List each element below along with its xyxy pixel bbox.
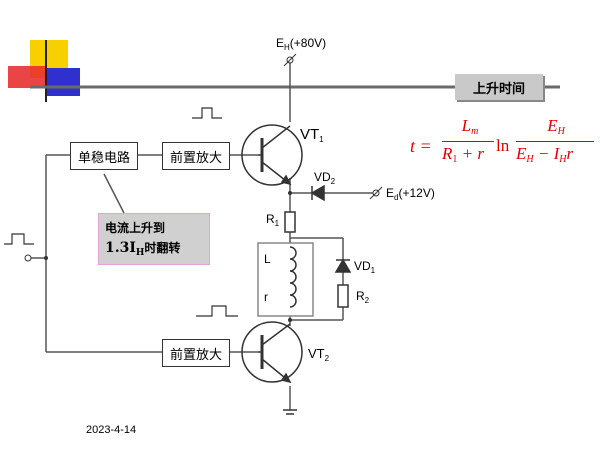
formula-frac2-num-sub: H <box>557 126 565 137</box>
formula-frac1-num: Lm <box>452 116 488 137</box>
ed-value: (+12V) <box>398 186 435 200</box>
rise-time-formula: t = Lm R1 + r ln EH EH − IHr <box>398 116 598 176</box>
vd2-diode-symbol <box>310 184 325 202</box>
formula-frac2-bar <box>516 141 594 142</box>
r2-label-text: R <box>356 289 365 303</box>
callout-line2-sub: H <box>135 248 145 258</box>
formula-frac2-den-a-sub: H <box>526 154 534 165</box>
pulse-waveform-bottom <box>196 305 238 317</box>
formula-frac2-den-a: E <box>516 144 527 163</box>
formula-frac2-den: EH − IHr <box>516 144 573 165</box>
formula-frac1-den-rest: + r <box>457 144 484 163</box>
vt1-transistor-symbol <box>241 124 303 186</box>
formula-frac1-den-text: R <box>442 144 453 163</box>
formula-frac1-den: R1 + r <box>442 144 484 165</box>
circuit-wires <box>30 58 374 410</box>
formula-frac2-den-end: r <box>566 144 574 163</box>
vd2-label: VD2 <box>314 170 335 186</box>
vd1-label: VD1 <box>354 259 375 275</box>
inductor-label: L <box>264 252 271 266</box>
eh-label: EH(+80V) <box>276 36 326 52</box>
formula-frac2-den-mid: − I <box>533 144 560 163</box>
callout-line2: 1.3IH时翻转 <box>105 239 209 258</box>
r2-label-sub: 2 <box>364 296 370 305</box>
r1-label: R1 <box>266 212 279 228</box>
vt2-label-sub: 2 <box>324 354 330 363</box>
monostable-circuit-block: 单稳电路 <box>70 142 138 170</box>
vt1-label-text: VT <box>300 126 320 143</box>
ed-label-sub: d <box>394 193 399 202</box>
ed-label: Ed(+12V) <box>386 186 435 202</box>
eh-value: (+80V) <box>289 36 327 50</box>
r2-resistor-symbol <box>337 284 349 308</box>
formula-frac1-bar <box>442 141 494 142</box>
eh-label-sub: H <box>284 43 290 52</box>
formula-frac1-den-sub: 1 <box>452 154 458 165</box>
preamp-top-block: 前置放大 <box>162 142 230 170</box>
pulse-waveform-top <box>192 107 222 119</box>
vd1-label-sub: 1 <box>370 266 376 275</box>
formula-ln: ln <box>496 136 510 155</box>
deco-blue-block <box>46 68 80 96</box>
inductor-symbol <box>289 246 297 308</box>
r1-label-sub: 1 <box>274 219 280 228</box>
input-terminal <box>24 254 32 262</box>
vt2-label-text: VT <box>308 346 325 361</box>
callout-line1: 电流上升到 <box>105 221 166 235</box>
slide-date: 2023-4-14 <box>86 424 137 436</box>
vd1-diode-symbol <box>334 258 352 273</box>
vd2-label-sub: 2 <box>330 177 336 186</box>
vt2-transistor-symbol <box>241 321 303 384</box>
slide-title: 上升时间 <box>455 74 543 100</box>
junction-dot <box>288 318 292 322</box>
vt1-label-sub: 1 <box>319 135 324 144</box>
resistance-r-label: r <box>264 290 268 304</box>
eh-label-text: E <box>276 36 285 50</box>
ed-label-text: E <box>386 186 395 200</box>
formula-frac2-den-b-sub: H <box>559 154 567 165</box>
vt1-label: VT1 <box>300 126 324 144</box>
r1-label-text: R <box>266 212 275 226</box>
r1-resistor-symbol <box>284 211 296 233</box>
junction-dot <box>288 191 292 195</box>
deco-red-block <box>8 66 46 88</box>
callout-line2-prefix: 1.3I <box>105 240 136 256</box>
vt2-label: VT2 <box>308 346 329 363</box>
formula-frac1-num-sub: m <box>471 126 479 137</box>
callout-box: 电流上升到 1.3IH时翻转 <box>98 213 210 265</box>
pulse-waveform-input <box>4 233 34 245</box>
formula-frac2-num: EH <box>526 116 586 137</box>
vd1-label-text: VD <box>354 259 371 273</box>
r2-label: R2 <box>356 289 369 305</box>
junction-dot <box>44 256 48 260</box>
vd2-label-text: VD <box>314 170 331 184</box>
preamp-bottom-block: 前置放大 <box>162 339 230 367</box>
callout-line2-suffix: 时翻转 <box>144 241 181 255</box>
formula-lhs: t = <box>410 136 432 156</box>
formula-frac1-num-text: L <box>461 116 472 135</box>
ground-symbol <box>283 409 297 415</box>
formula-frac2-num-text: E <box>547 116 558 135</box>
